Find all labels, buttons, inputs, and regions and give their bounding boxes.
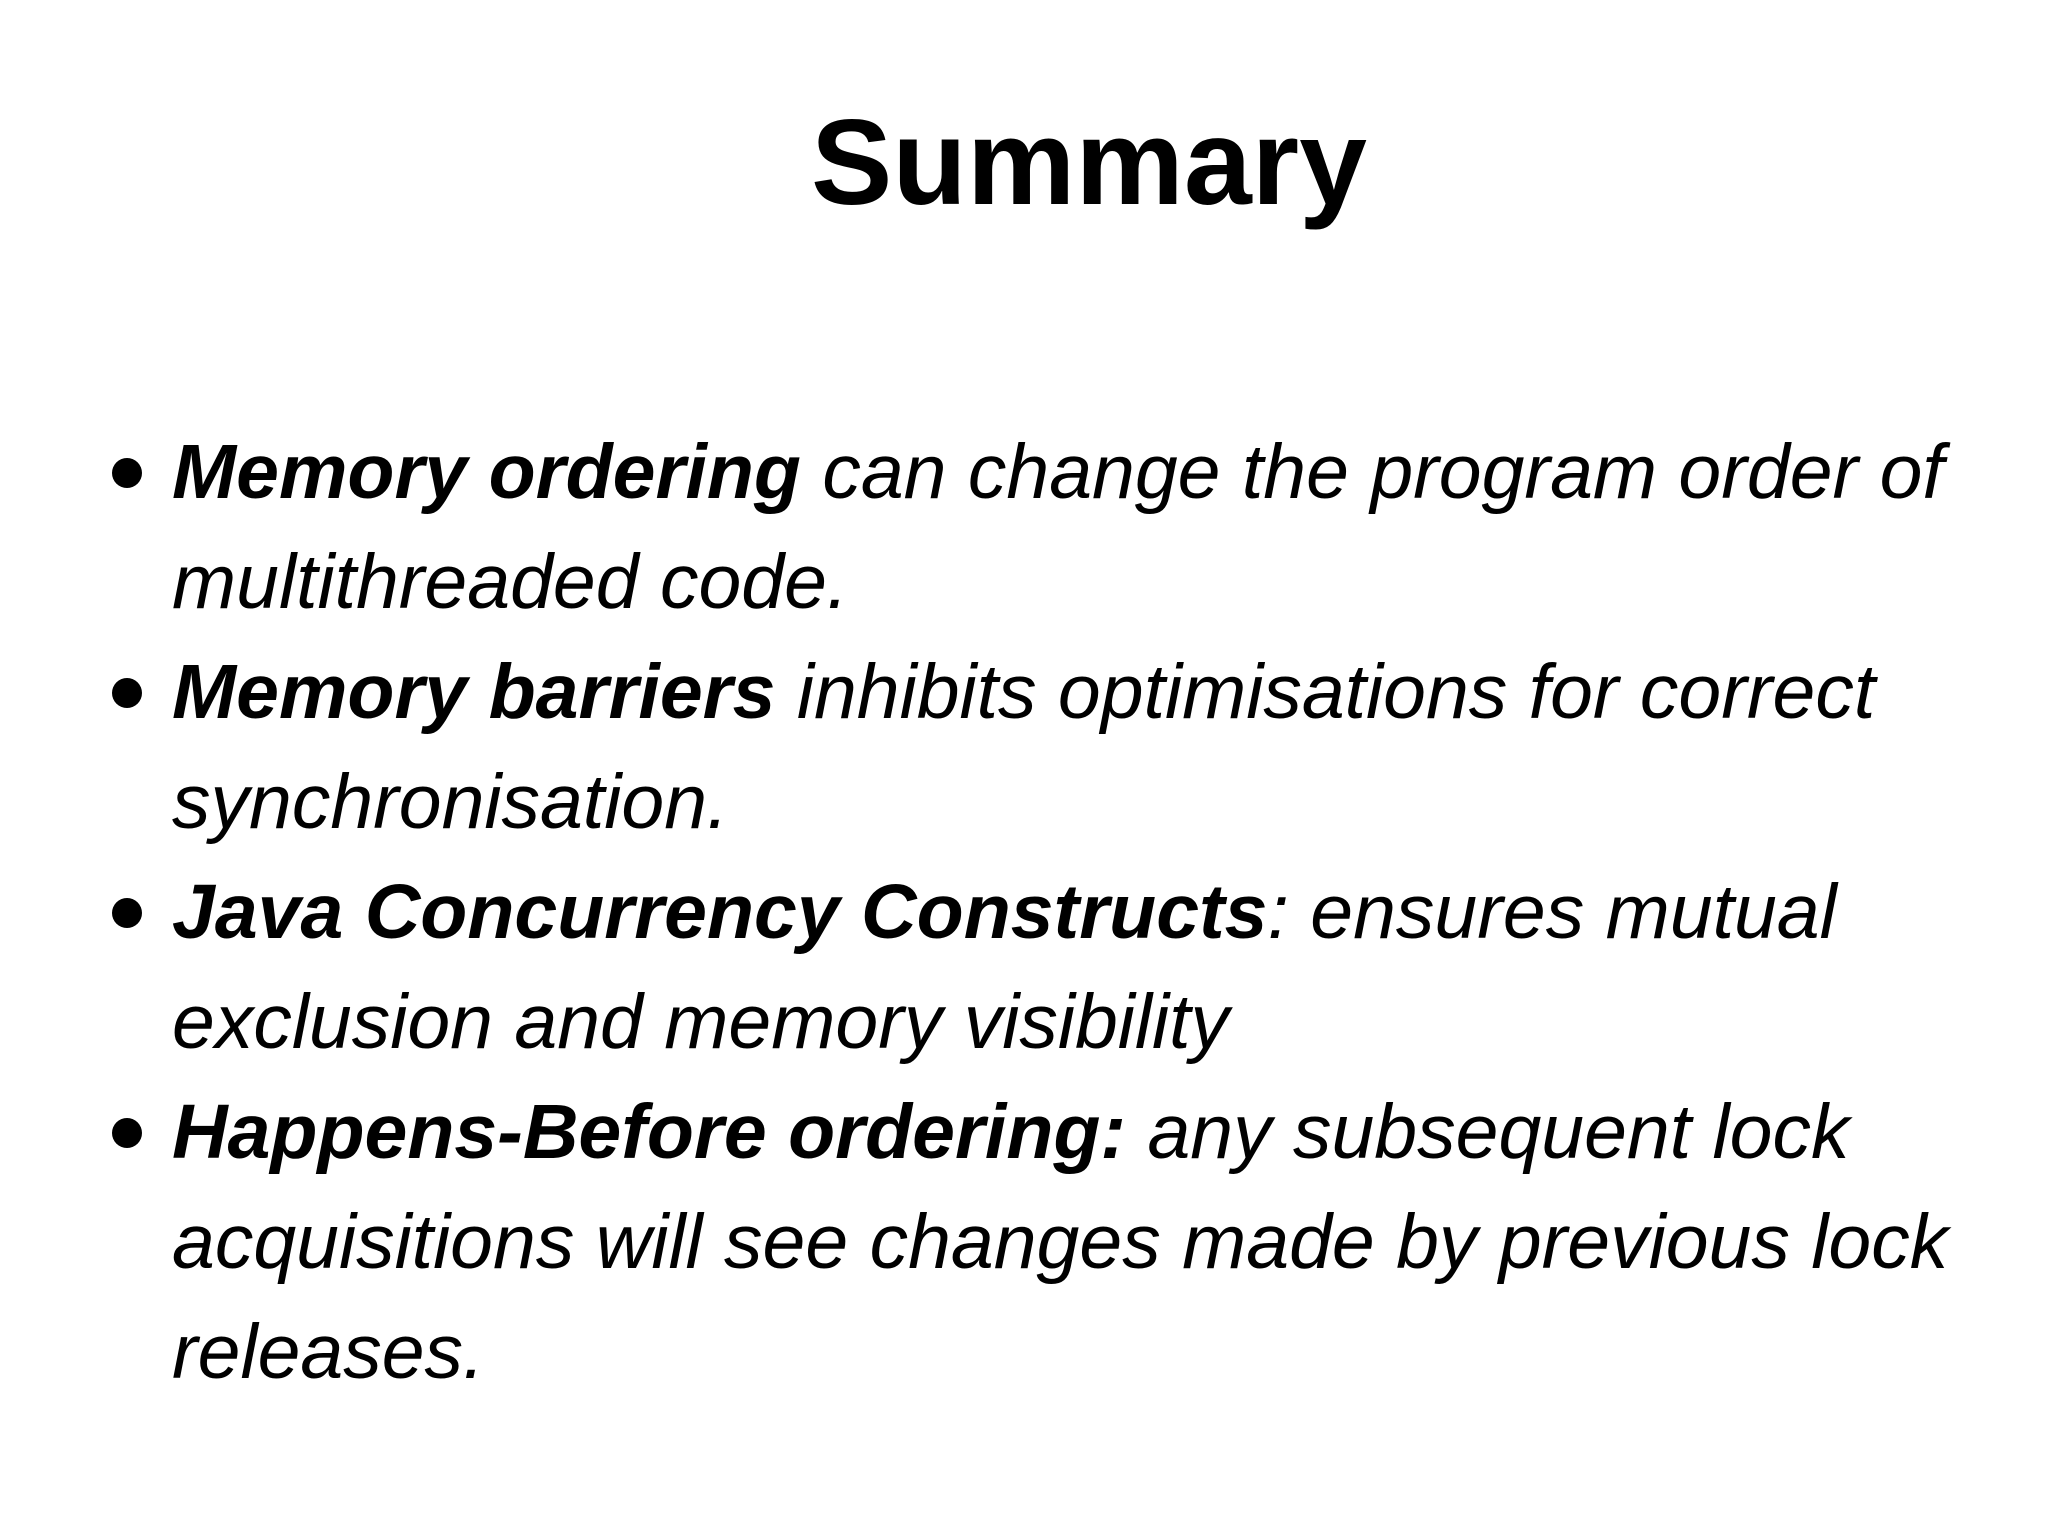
bullet-rest: : ensures mutual exclusion and memory vi… — [172, 869, 1837, 1065]
bullet-lead: Happens-Before ordering: — [172, 1089, 1127, 1175]
bullet-rest: inhibits optimisations for correct synch… — [172, 649, 1876, 845]
bullet-lead: Java Concurrency Constructs — [172, 869, 1268, 955]
bullet-rest: can change the program order of multithr… — [172, 429, 1944, 625]
bullet-lead: Memory barriers — [172, 649, 776, 735]
bullet-icon — [112, 898, 142, 928]
bullet-icon — [112, 458, 142, 488]
bullet-icon — [112, 678, 142, 708]
bullet-item-happens-before-ordering: Happens-Before ordering: any subsequent … — [112, 1077, 1972, 1407]
bullet-item-memory-barriers: Memory barriers inhibits optimisations f… — [112, 637, 1972, 857]
bullet-icon — [112, 1118, 142, 1148]
bullet-rest: any subsequent lock acquisitions will se… — [172, 1089, 1949, 1395]
bullet-item-java-concurrency-constructs: Java Concurrency Constructs: ensures mut… — [112, 857, 1972, 1077]
bullet-list: Memory ordering can change the program o… — [0, 417, 1972, 1407]
bullet-lead: Memory ordering — [172, 429, 801, 515]
bullet-item-memory-ordering: Memory ordering can change the program o… — [112, 417, 1972, 637]
slide-title: Summary — [810, 94, 1368, 230]
